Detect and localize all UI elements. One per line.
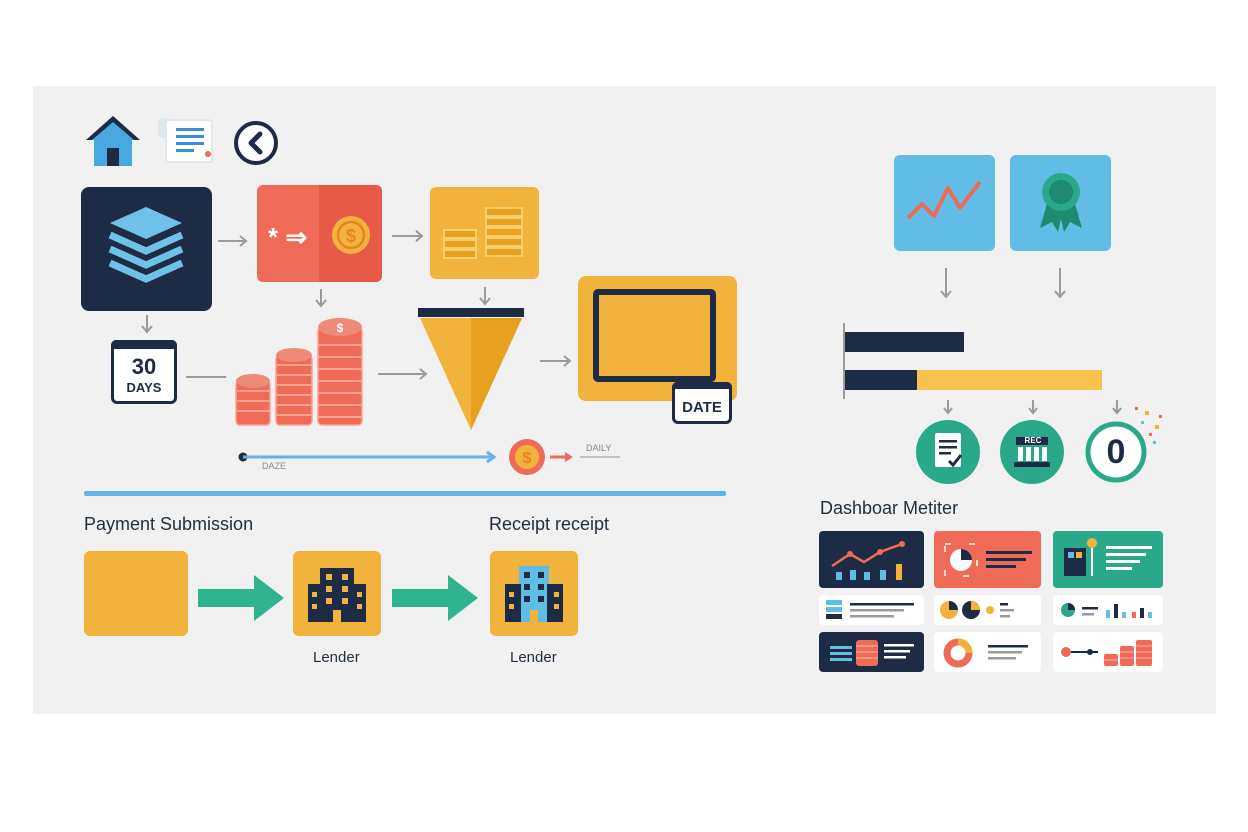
- checked-document-icon: [916, 420, 980, 484]
- bar-track-1: [845, 332, 1121, 352]
- timeline-end-label: DAILY: [586, 443, 612, 453]
- arrow-down: [315, 289, 327, 308]
- back-circle-icon[interactable]: [233, 120, 279, 166]
- arrow-right: [540, 355, 572, 367]
- arrow-right: [218, 235, 248, 247]
- svg-text:$: $: [337, 321, 344, 335]
- arrow-down: [1054, 268, 1066, 299]
- document-icon: [158, 118, 213, 163]
- mini-donut-icon: [943, 638, 1028, 668]
- arrow-right-teal: [392, 575, 478, 621]
- stack-layers-icon: [108, 207, 184, 283]
- bar-2-navy: [845, 370, 917, 390]
- payment-box: [84, 551, 188, 636]
- bank-icon: [1000, 420, 1064, 484]
- gold-bars-icon: [443, 207, 523, 259]
- arrow-right: [378, 368, 428, 380]
- bar-track-2: [845, 370, 1121, 390]
- building-icon: [308, 568, 366, 622]
- building-icon: [505, 566, 563, 622]
- calendar-30-days: 30 DAYS: [111, 340, 177, 404]
- trend-line-icon: [906, 180, 982, 220]
- dollar-coin-icon: $: [509, 439, 545, 475]
- mini-layers-icon: [826, 600, 914, 619]
- dashboard-title: Dashboar Metiter: [820, 498, 959, 518]
- end-line: [580, 456, 620, 458]
- date-calendar-badge: DATE: [672, 382, 732, 424]
- arrow-down: [141, 315, 153, 334]
- rec-badge-label: REC: [1024, 436, 1042, 445]
- arrow-right-red: [550, 452, 573, 462]
- bar-1-fill: [845, 332, 964, 352]
- trend-card: [894, 155, 995, 251]
- mini-donuts-icon: [940, 601, 1014, 619]
- dollar-coin-icon: $: [332, 216, 370, 254]
- connector-line: [186, 376, 226, 378]
- receipt-title: Receipt receipt: [489, 514, 610, 534]
- date-badge-label: DATE: [682, 399, 722, 416]
- funnel-icon: [418, 308, 524, 430]
- payment-submission-title: Payment Submission: [84, 514, 254, 534]
- mini-panel-icon: [1064, 538, 1152, 576]
- lender-label-1: Lender: [313, 649, 360, 666]
- calendar-unit: DAYS: [126, 380, 162, 395]
- monitor-screen: [593, 289, 716, 382]
- lender-label-2: Lender: [510, 649, 557, 666]
- arrow-down: [1112, 400, 1122, 415]
- bar-2-amber: [916, 370, 1102, 390]
- mini-pie-chart-icon: [944, 543, 1032, 577]
- asterisk-arrow-symbol: * ⇒: [268, 222, 308, 252]
- arrow-down: [479, 287, 491, 306]
- arrow-down: [943, 400, 953, 415]
- arrow-down: [940, 268, 952, 299]
- zero-ring-icon: [1085, 407, 1162, 483]
- svg-text:$: $: [346, 226, 356, 246]
- home-icon: [86, 116, 140, 166]
- section-divider: [84, 491, 726, 496]
- bar-axis: [843, 323, 845, 399]
- zero-value: 0: [1106, 433, 1126, 471]
- mini-bars-icon: [1061, 603, 1152, 618]
- arrow-down: [1028, 400, 1038, 415]
- svg-text:$: $: [523, 450, 532, 467]
- mini-timeline-coins-icon: [1061, 640, 1152, 666]
- arrow-right-teal: [198, 575, 284, 621]
- calendar-number: 30: [131, 354, 157, 379]
- arrow-right: [392, 230, 424, 242]
- coin-stacks-icon: $: [235, 318, 363, 426]
- timeline-start-label: DAZE: [262, 461, 287, 471]
- award-ribbon-icon: [1040, 173, 1082, 232]
- timeline-line: [238, 450, 497, 464]
- mini-coins-icon: [830, 640, 914, 666]
- mini-line-chart-icon: [831, 541, 905, 580]
